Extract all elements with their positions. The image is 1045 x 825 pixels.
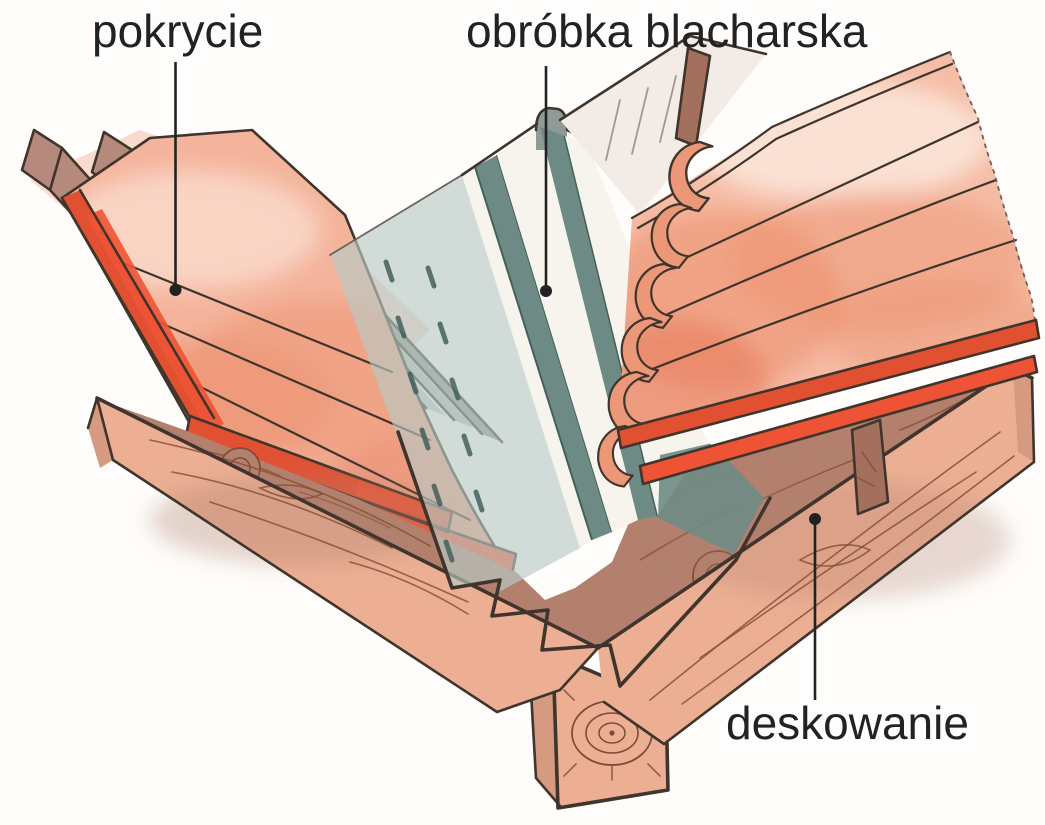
label-obrobka-blacharska: obróbka blacharska [466, 5, 868, 57]
valley-board-left [86, 396, 600, 714]
counter-batten-right [852, 420, 888, 514]
flashing-dashed-flange [330, 175, 580, 612]
sheet-red-edges [60, 188, 224, 432]
flashing-bottom-cut [396, 430, 772, 688]
obrobka-leader [540, 66, 552, 297]
flashing-left-field [497, 127, 638, 532]
flashing-flat [462, 167, 592, 548]
pokrycie-leader [169, 62, 182, 296]
red-battens-right [616, 318, 1041, 516]
label-deskowanie: deskowanie [726, 697, 969, 749]
label-pokrycie: pokrycie [92, 5, 264, 57]
leader-lines [169, 62, 821, 700]
top-batten [676, 48, 710, 146]
deskowanie-leader [809, 513, 821, 700]
